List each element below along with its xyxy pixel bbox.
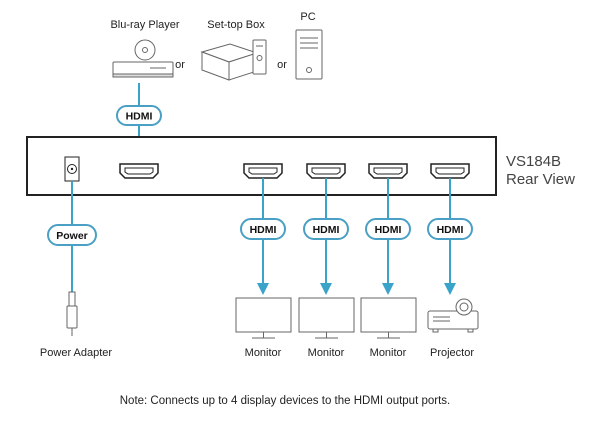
monitor-icon — [235, 297, 292, 339]
output-hdmi-label: HDMI — [313, 224, 340, 236]
hdmi-output-port — [243, 163, 283, 179]
output-hdmi-pill: HDMI — [303, 218, 349, 240]
output-hdmi-pill: HDMI — [240, 218, 286, 240]
source-label-blu-ray: Blu-ray Player — [110, 19, 179, 31]
hdmi-output-port — [368, 163, 408, 179]
output-device-label: Monitor — [245, 347, 282, 359]
monitor-icon — [298, 297, 355, 339]
dc-power-jack — [64, 156, 80, 182]
output-device-label: Projector — [430, 347, 474, 359]
power-pill-label: Power — [56, 230, 88, 242]
output-device-label: Monitor — [308, 347, 345, 359]
device-view-label: Rear View — [506, 171, 575, 188]
output-hdmi-label: HDMI — [375, 224, 402, 236]
power-adapter-label: Power Adapter — [40, 347, 112, 359]
output-device-label: Monitor — [370, 347, 407, 359]
or-separator-1: or — [175, 59, 185, 71]
device-model: VS184B — [506, 153, 561, 170]
power-pill: Power — [47, 224, 97, 246]
source-label-set-top-box: Set-top Box — [207, 19, 265, 31]
footnote: Note: Connects up to 4 display devices t… — [120, 395, 450, 407]
hdmi-input-port — [119, 163, 159, 179]
input-hdmi-label: HDMI — [126, 111, 153, 123]
source-label-pc: PC — [300, 11, 315, 23]
set-top-box-icon — [200, 39, 267, 81]
output-hdmi-label: HDMI — [437, 224, 464, 236]
projector-icon — [427, 298, 479, 333]
output-hdmi-pill: HDMI — [427, 218, 473, 240]
or-separator-2: or — [277, 59, 287, 71]
hdmi-output-port — [306, 163, 346, 179]
output-hdmi-pill: HDMI — [365, 218, 411, 240]
input-hdmi-pill: HDMI — [116, 105, 162, 126]
hdmi-output-port — [430, 163, 470, 179]
pc-tower-icon — [295, 29, 323, 80]
output-hdmi-label: HDMI — [250, 224, 277, 236]
monitor-icon — [360, 297, 417, 339]
power-adapter-icon — [66, 291, 78, 336]
blu-ray-player-icon — [112, 39, 174, 78]
